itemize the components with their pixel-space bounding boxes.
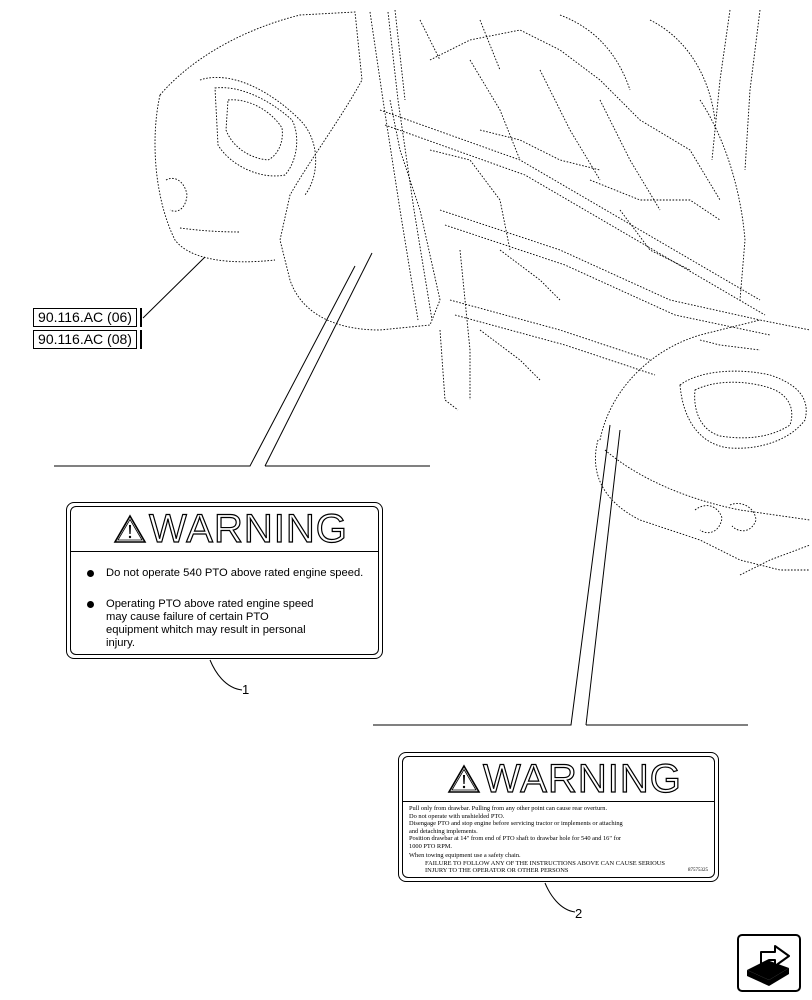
bullet-icon bbox=[87, 601, 94, 608]
callout-number-2: 2 bbox=[575, 906, 583, 921]
decal-1-header: WARNING bbox=[71, 506, 378, 552]
right-fender-outline bbox=[599, 319, 811, 441]
decal-1-pointer bbox=[209, 659, 243, 691]
left-fender-lower bbox=[154, 94, 276, 263]
decal-2-border: WARNING Pull only from drawbar. Pulling … bbox=[402, 756, 715, 878]
left-light-housing bbox=[214, 87, 298, 177]
decal-2-line-5: Position drawbar at 14" from end of PTO … bbox=[409, 835, 622, 842]
decal-2-line-9: INJURY TO THE OPERATOR OR OTHER PERSONS bbox=[425, 867, 569, 874]
decal-1-bullet-1-text: Do not operate 540 PTO above rated engin… bbox=[106, 567, 364, 579]
rops-post-left bbox=[369, 11, 419, 321]
decal-2-line-4: and detaching implements. bbox=[409, 827, 478, 835]
decal-1-title: WARNING bbox=[148, 506, 348, 551]
decal-1-bullet-2-text: Operating PTO above rated engine speed m… bbox=[106, 598, 314, 649]
crossbar-upper bbox=[379, 109, 761, 301]
ref-leader bbox=[142, 256, 206, 319]
decal-2-part-code: 87575325 bbox=[688, 868, 708, 873]
decal-2-line-3: Disengage PTO and stop engine before ser… bbox=[409, 820, 623, 827]
next-page-arrow-icon[interactable] bbox=[737, 934, 801, 992]
crossbar-low bbox=[449, 299, 651, 361]
decal-2-line-8: FAILURE TO FOLLOW ANY OF THE INSTRUCTION… bbox=[425, 859, 665, 867]
decal-2-line-1: Pull only from drawbar. Pulling from any… bbox=[409, 805, 608, 812]
reference-code-08[interactable]: 90.116.AC (08) bbox=[33, 330, 142, 349]
decal-2-header: WARNING bbox=[403, 756, 714, 802]
decal-2-line-6: 1000 PTO RPM. bbox=[409, 842, 453, 850]
right-light-housing bbox=[679, 370, 807, 449]
callout-1-leader-a bbox=[54, 265, 356, 467]
decal-2-line-2: Do not operate with unshielded PTO. bbox=[409, 812, 505, 820]
callout-1-leader-c bbox=[264, 252, 373, 467]
decal-2-pointer bbox=[544, 882, 576, 913]
callout-2-leader-c bbox=[585, 429, 621, 726]
callout-2-leader-a bbox=[373, 424, 611, 726]
crossbar-mid bbox=[439, 209, 761, 321]
warning-decal-1: WARNING Do not operate 540 PTO above rat… bbox=[66, 502, 383, 659]
reference-code-06[interactable]: 90.116.AC (06) bbox=[33, 308, 142, 327]
left-fender-inner bbox=[199, 76, 317, 196]
warning-decal-2: WARNING Pull only from drawbar. Pulling … bbox=[398, 752, 719, 882]
decal-2-line-7: When towing equipment use a safety chain… bbox=[409, 852, 521, 859]
callout-number-1: 1 bbox=[242, 682, 250, 697]
left-fender-outline bbox=[159, 11, 441, 331]
bullet-icon bbox=[87, 570, 94, 577]
warning-triangle-icon bbox=[113, 514, 147, 543]
warning-triangle-icon bbox=[447, 764, 481, 793]
decal-2-title: WARNING bbox=[482, 756, 682, 801]
decal-1-border: WARNING Do not operate 540 PTO above rat… bbox=[70, 506, 379, 655]
